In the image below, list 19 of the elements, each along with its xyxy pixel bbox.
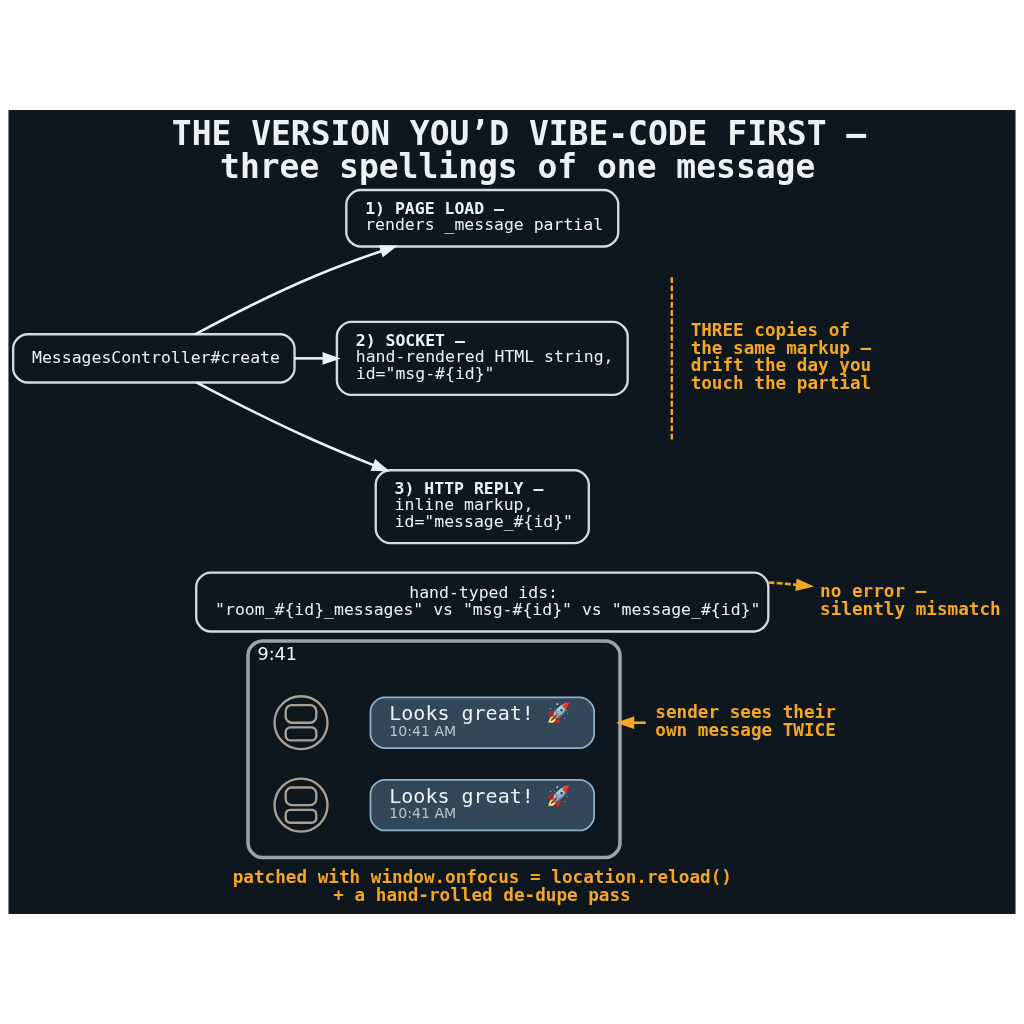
node-box: hand-typed ids: "room_#{id}_messages" vs "msg-#{id}" vs "message_#{id}" bbox=[195, 571, 770, 633]
arrow bbox=[196, 381, 390, 472]
node-box: Looks great! 🚀 10:41 AM bbox=[369, 778, 595, 832]
arrow bbox=[194, 245, 398, 336]
arrow bbox=[768, 578, 815, 592]
node-text: no error — silently mismatch bbox=[820, 581, 1001, 619]
node-box: MessagesController#create bbox=[12, 333, 296, 384]
node-person bbox=[273, 777, 329, 833]
node-box: 3) HTTP REPLY — inline markup, id="message_#{id}" bbox=[374, 469, 590, 545]
node-text: sender sees their own message TWICE bbox=[655, 702, 836, 740]
diagram-title: THE VERSION YOU’D VIBE-CODE FIRST — three spellings of one message bbox=[171, 113, 867, 186]
label: THREE copies of the same markup — drift the day you touch the partial bbox=[690, 320, 872, 393]
node-box: 2) SOCKET — hand-rendered HTML string, id="msg-#{id}" bbox=[335, 320, 629, 397]
node-box: 1) PAGE LOAD — renders _message partial bbox=[345, 188, 620, 248]
node-box: Looks great! 🚀 10:41 AM bbox=[369, 696, 595, 749]
node-person bbox=[273, 695, 329, 751]
arrow bbox=[616, 716, 646, 730]
arrow bbox=[294, 352, 341, 365]
label: patched with window.onfocus = location.reload() + a hand-rolled de-dupe pass bbox=[232, 867, 732, 906]
